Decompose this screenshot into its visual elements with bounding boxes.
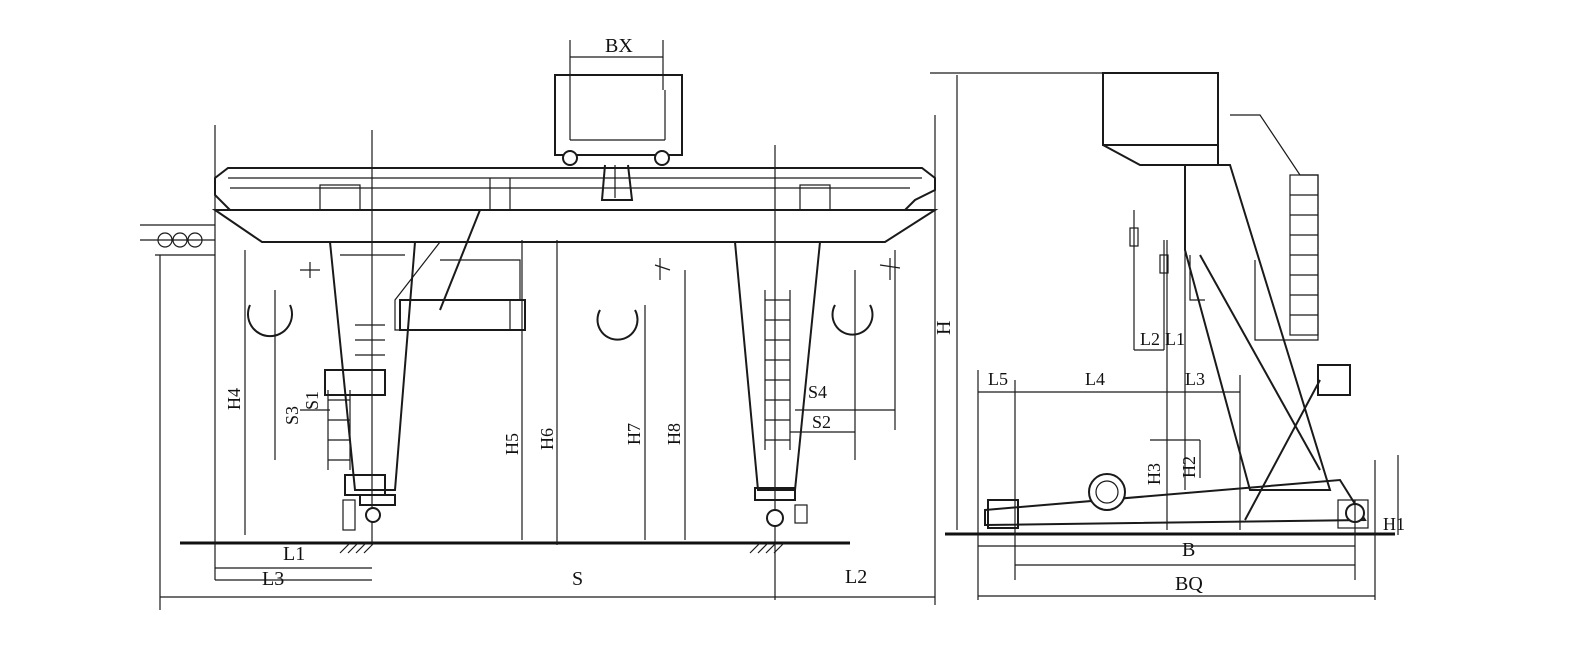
side-l5-label: L5 — [988, 369, 1008, 389]
l3-label: L3 — [262, 568, 284, 590]
side-leg — [1184, 114, 1351, 521]
girder-strut — [394, 209, 526, 331]
s3-label: S3 — [282, 406, 302, 425]
bx-label: BX — [605, 35, 633, 57]
h4-label: H4 — [224, 388, 244, 410]
side-b-label: B — [1182, 539, 1195, 561]
side-h2-label: H2 — [1179, 456, 1199, 478]
side-l1-label: L1 — [1165, 329, 1185, 349]
side-h-label: H — [933, 321, 955, 335]
h5-label: H5 — [502, 433, 522, 455]
left-leg — [324, 130, 417, 545]
s4-label: S4 — [808, 382, 827, 402]
front-view: BX — [140, 35, 939, 610]
h7-label: H7 — [624, 423, 644, 445]
side-l3-label: L3 — [1185, 369, 1205, 389]
side-view: H H3 H2 H1 L2 L1 L5 L4 L3 B BQ — [930, 72, 1405, 600]
side-l4-label: L4 — [1085, 369, 1105, 389]
right-leg — [733, 145, 822, 600]
bx-dimension: BX — [569, 35, 664, 90]
l2-label: L2 — [845, 566, 867, 588]
h6-label: H6 — [537, 428, 557, 450]
hook-symbols — [247, 258, 901, 341]
side-bq-label: BQ — [1175, 573, 1203, 595]
s1-label: S1 — [302, 391, 322, 410]
h8-label: H8 — [664, 423, 684, 445]
s2-label: S2 — [812, 412, 831, 432]
main-girder — [211, 167, 939, 243]
side-h3-label: H3 — [1144, 463, 1164, 485]
side-base — [984, 473, 1369, 529]
trolley — [554, 74, 683, 201]
l1-label: L1 — [283, 543, 305, 565]
side-l2-label: L2 — [1140, 329, 1160, 349]
s-label: S — [572, 568, 583, 590]
side-h1-label: H1 — [1383, 514, 1405, 534]
left-symbols — [140, 224, 215, 256]
